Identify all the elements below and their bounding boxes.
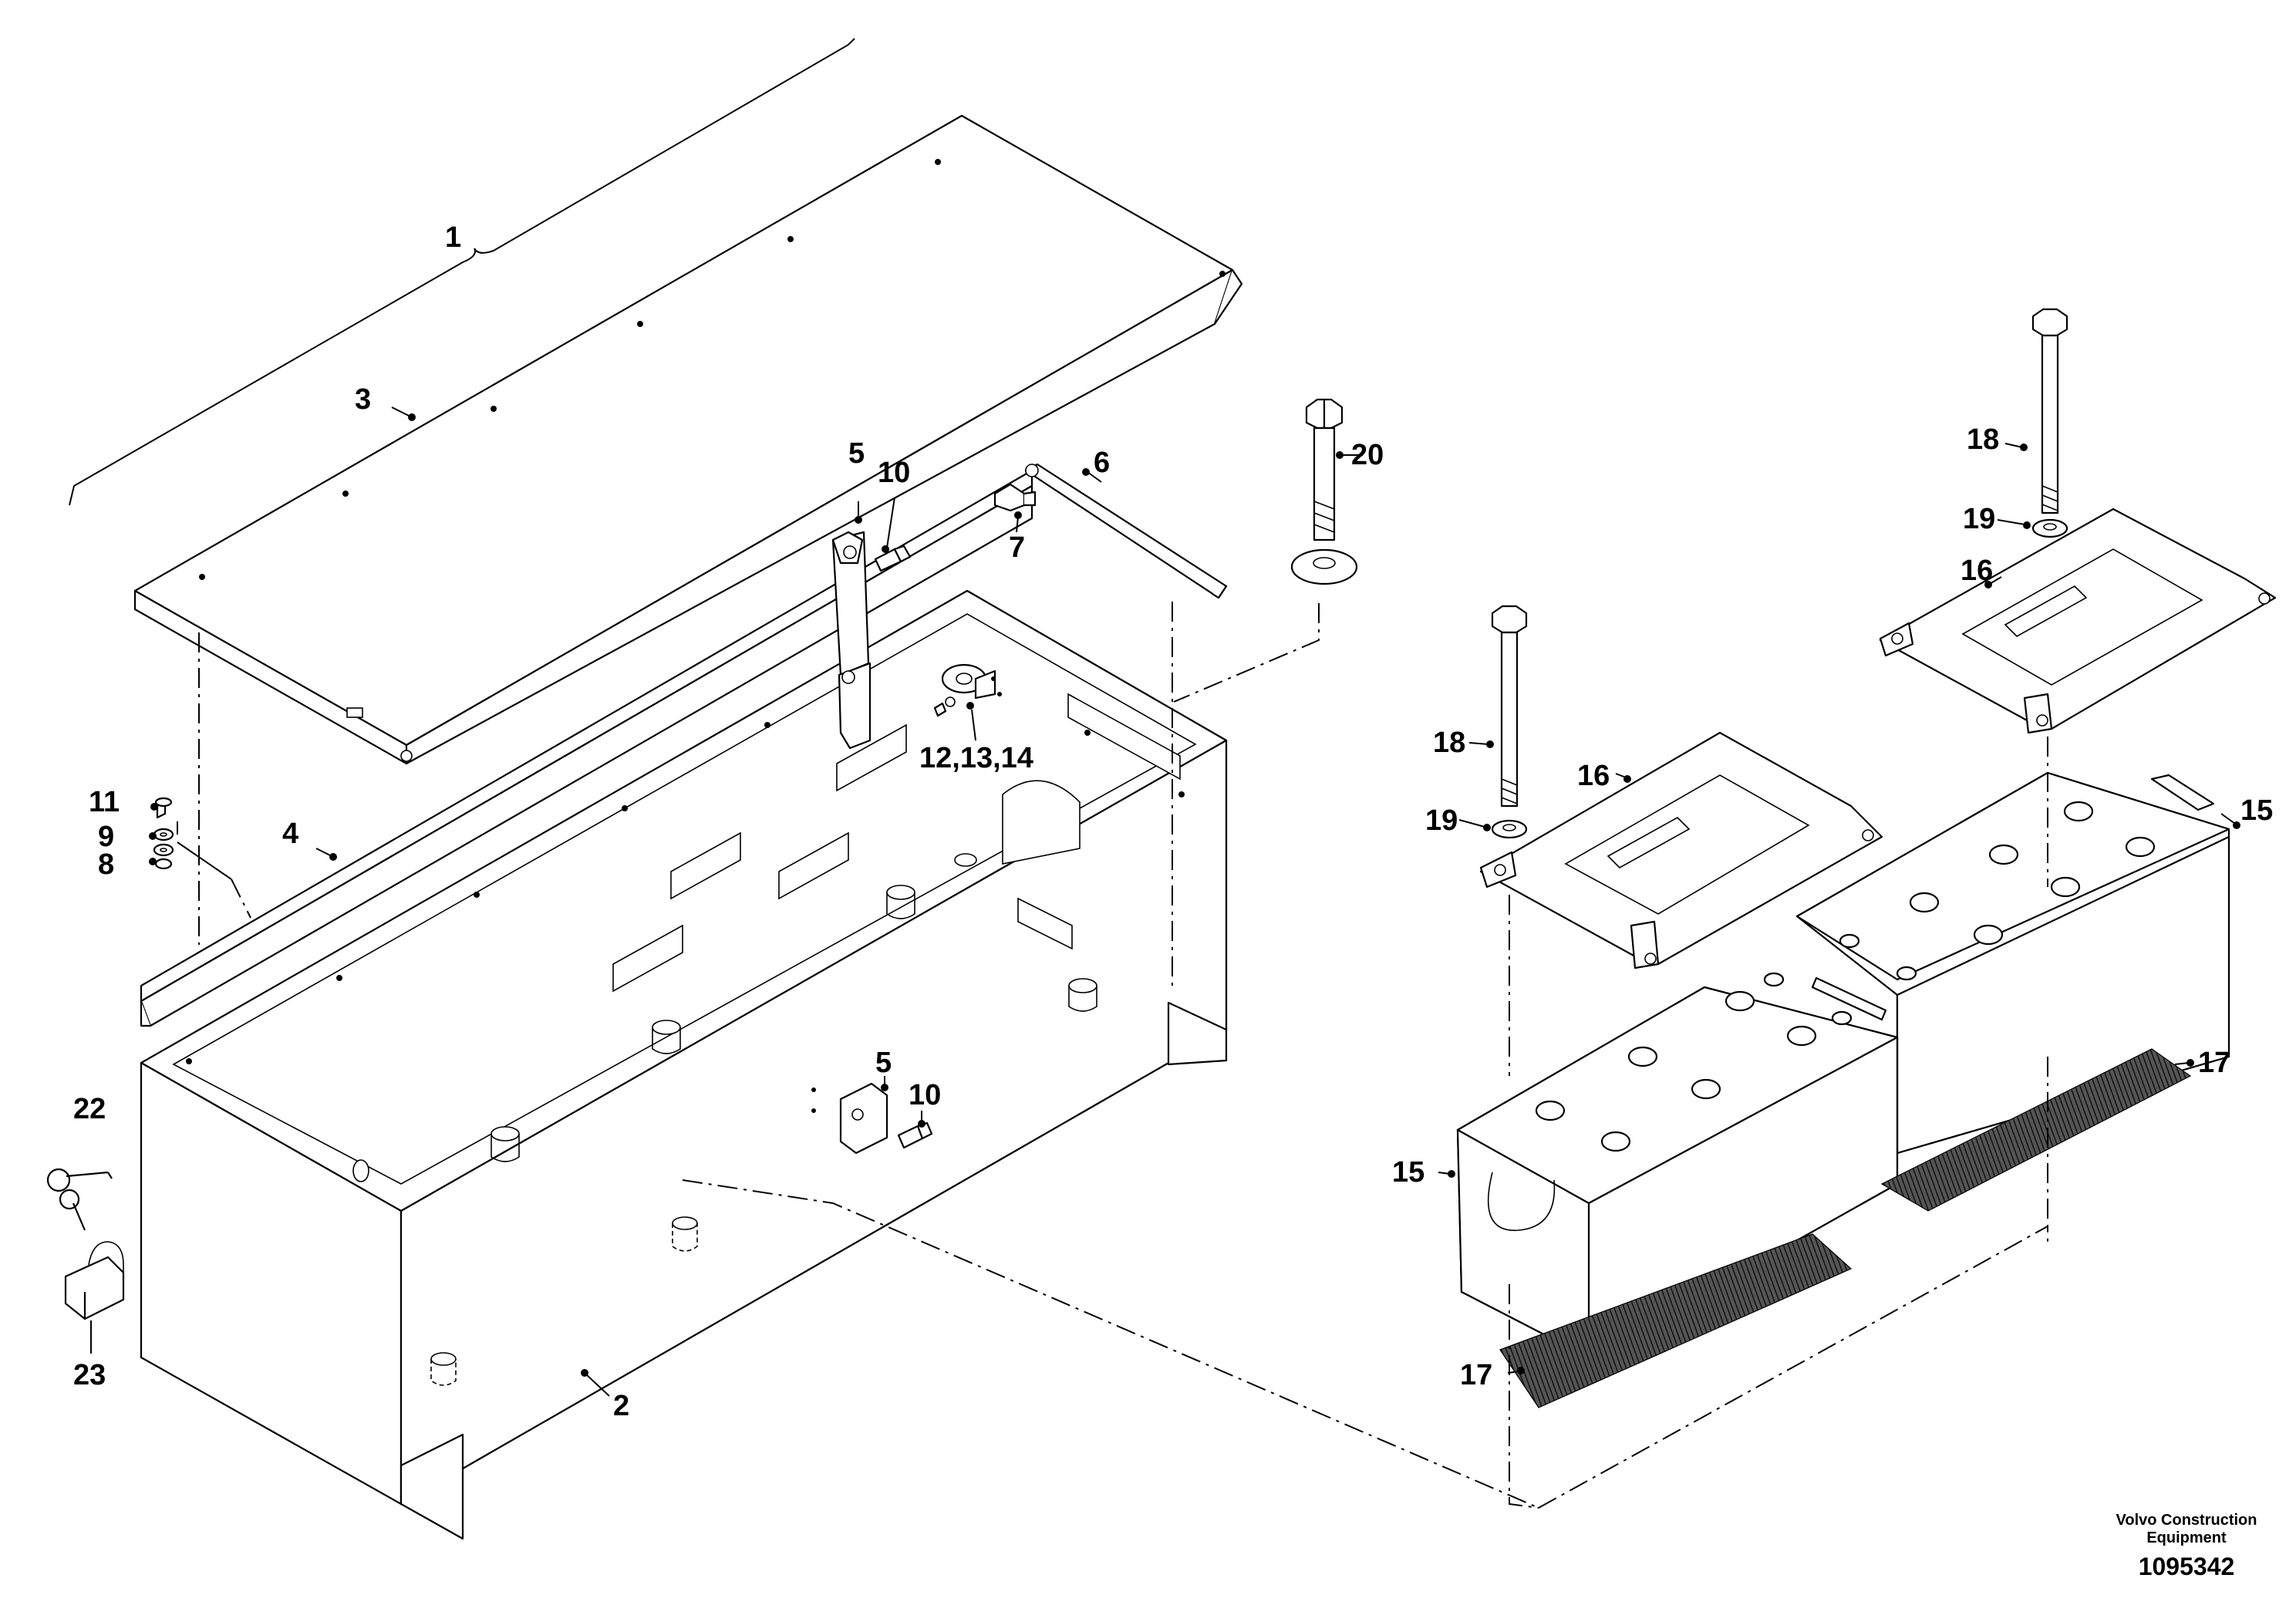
callout-15-right: 15 xyxy=(2240,794,2273,827)
bolt-20 xyxy=(1290,398,1358,585)
callout-labels: 1 2 3 4 5 5 6 7 8 9 10 10 11 12,13,14 15… xyxy=(73,221,2273,1422)
callout-23: 23 xyxy=(73,1359,106,1391)
company-name-line1: Volvo Construction xyxy=(2116,1512,2257,1529)
callout-5-lower: 5 xyxy=(875,1047,892,1079)
company-name-line2: Equipment xyxy=(2146,1529,2227,1546)
callout-17-left: 17 xyxy=(1460,1359,1492,1391)
padlock-icon xyxy=(64,1241,125,1354)
leader-lines xyxy=(149,406,2240,1397)
callout-1: 1 xyxy=(445,221,461,254)
callout-12-13-14: 12,13,14 xyxy=(919,742,1033,774)
callout-20: 20 xyxy=(1351,439,1384,471)
stay-bolt xyxy=(993,483,1037,512)
key-icon xyxy=(46,1168,113,1231)
callout-4: 4 xyxy=(282,818,298,850)
battery-mat-front xyxy=(1499,1233,1853,1408)
callout-8: 8 xyxy=(98,848,114,881)
callout-5-upper: 5 xyxy=(848,437,865,470)
callout-16-left: 16 xyxy=(1577,760,1610,792)
callout-10-upper: 10 xyxy=(878,457,910,489)
callout-9: 9 xyxy=(98,821,114,853)
callout-22: 22 xyxy=(73,1093,106,1125)
callout-19-right: 19 xyxy=(1963,503,1995,535)
callout-18-left: 18 xyxy=(1433,727,1465,759)
battery-box-lid xyxy=(133,114,1243,765)
drawing-number: 1095342 xyxy=(2139,1553,2235,1580)
latch-lower xyxy=(811,1082,933,1155)
callout-3: 3 xyxy=(355,383,371,416)
tie-rod-left xyxy=(1491,605,1528,839)
tie-rod-right xyxy=(2031,308,2068,538)
hinge-strip xyxy=(140,469,1033,1027)
callout-17-right: 17 xyxy=(2198,1047,2230,1079)
callout-19-left: 19 xyxy=(1425,804,1458,837)
inner-slots xyxy=(612,693,1181,993)
battery-hold-down-left xyxy=(1479,731,1883,969)
callout-11: 11 xyxy=(89,786,120,818)
callout-1-brace xyxy=(69,38,855,506)
battery-rear xyxy=(1795,771,2230,1155)
cable-terminal xyxy=(933,663,1002,717)
battery-front xyxy=(1456,972,1899,1359)
battery-hold-down-right xyxy=(1879,508,2277,734)
battery-mat-rear xyxy=(1880,1048,2192,1212)
drawing-title-block: Volvo Construction Equipment 1095342 xyxy=(2116,1512,2257,1580)
callout-2: 2 xyxy=(613,1390,629,1422)
cell-caps-rear xyxy=(1839,801,2156,981)
mounting-bosses xyxy=(430,853,1097,1386)
callout-15-left: 15 xyxy=(1392,1156,1424,1189)
callout-18-right: 18 xyxy=(1967,423,1999,456)
callout-10-lower: 10 xyxy=(909,1079,941,1111)
lid-stay-bar xyxy=(1024,463,1228,599)
fasteners-8-9-11 xyxy=(153,797,251,919)
assembly-dash-lines xyxy=(198,602,2048,1509)
callout-7: 7 xyxy=(1009,531,1025,564)
callout-6: 6 xyxy=(1094,447,1110,479)
latch-upper xyxy=(831,531,912,750)
callout-16-right: 16 xyxy=(1961,555,1993,587)
cell-caps-front xyxy=(1535,972,1853,1152)
battery-box-body xyxy=(140,589,1228,1540)
